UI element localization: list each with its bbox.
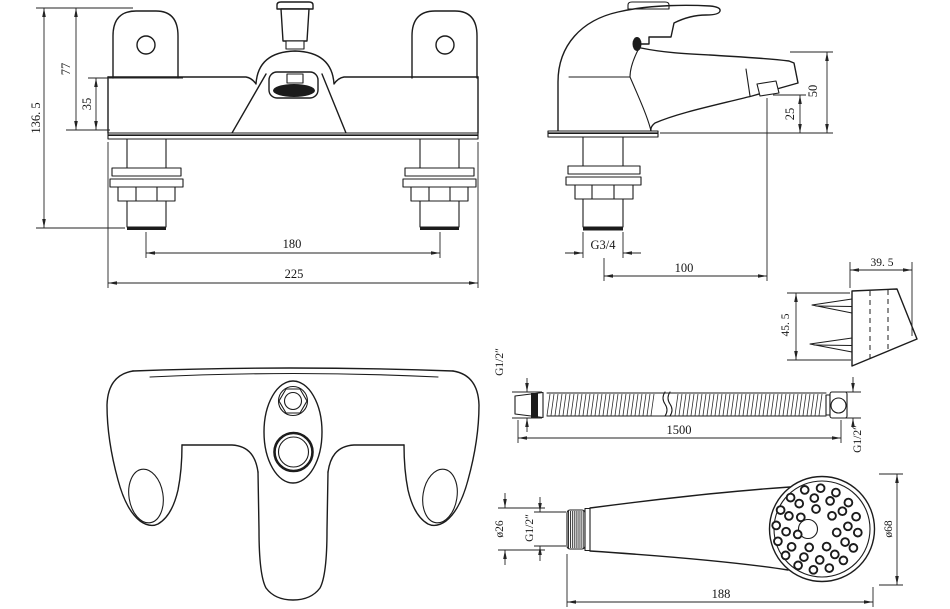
dim-body-height: 77 <box>59 63 73 76</box>
dim-spout-height: 50 <box>806 85 820 98</box>
right-handle <box>403 370 480 527</box>
bracket-lower-prong <box>809 337 853 353</box>
hose-break-mark <box>662 391 668 417</box>
dim-inlet-thread: G3/4 <box>591 238 617 252</box>
left-ear <box>112 10 179 79</box>
handset-handle <box>589 486 791 509</box>
shower-hose-view <box>514 391 848 419</box>
cartridge-plate <box>263 380 323 484</box>
front-dimensions <box>36 7 479 288</box>
dim-hose-cone-thread: G1/2″ <box>494 348 506 376</box>
spray-holes <box>771 483 863 575</box>
dim-hose-length: 1500 <box>667 423 692 437</box>
dim-hose-nut-thread: G1/2″ <box>852 425 864 453</box>
front-view <box>107 1 479 231</box>
dim-spout-reach: 100 <box>675 261 694 275</box>
spout-front <box>268 71 319 99</box>
right-inlet-leg <box>402 138 477 231</box>
wall-bracket-view <box>809 288 918 367</box>
bracket-body <box>851 288 918 367</box>
dim-inlet-spacing: 180 <box>283 237 302 251</box>
dim-handset-length: 188 <box>712 587 731 601</box>
thread-ridges <box>568 511 584 548</box>
hose-cone-end <box>514 391 544 419</box>
deck-plate <box>107 132 479 140</box>
dim-bracket-width: 39. 5 <box>871 257 894 269</box>
top-view <box>106 367 480 601</box>
dim-overall-width: 225 <box>285 267 304 281</box>
dim-bracket-height: 45. 5 <box>780 313 792 336</box>
hose-nut <box>829 391 848 419</box>
diverter-cap-side <box>627 1 670 10</box>
bracket-dimensions <box>787 262 913 361</box>
dimension-arrowheads <box>42 8 912 604</box>
left-handle <box>106 370 183 527</box>
dim-total-height: 136. 5 <box>29 102 43 133</box>
handset-center-hole <box>797 518 819 540</box>
right-ear <box>411 10 478 79</box>
aerator <box>756 80 780 97</box>
spout-top-view <box>257 471 329 601</box>
side-view <box>547 1 799 231</box>
dim-outlet-clearance: 25 <box>783 108 797 121</box>
deck-top-edge <box>132 367 454 372</box>
left-inlet-leg <box>109 138 184 231</box>
inlet-leg-side <box>565 136 642 231</box>
diverter-knob <box>276 1 314 50</box>
bracket-upper-prong <box>811 298 853 314</box>
lever-handle <box>557 4 721 132</box>
dim-head-diameter: ø68 <box>883 520 895 538</box>
handset-view <box>566 475 876 583</box>
handle-boss-ring <box>273 431 314 473</box>
dim-upper-height: 35 <box>80 98 94 111</box>
dim-handle-diameter: ø26 <box>494 520 506 538</box>
handset-dimensions <box>498 473 903 607</box>
spout-opening <box>273 84 315 97</box>
handset-thread <box>566 509 586 550</box>
deck-plate-side <box>547 130 659 138</box>
hose-ribs <box>546 393 823 416</box>
handset-head <box>768 475 876 583</box>
spout-side <box>640 47 799 132</box>
dim-handset-thread: G1/2″ <box>524 514 536 542</box>
diverter-hex-nut <box>278 388 308 414</box>
